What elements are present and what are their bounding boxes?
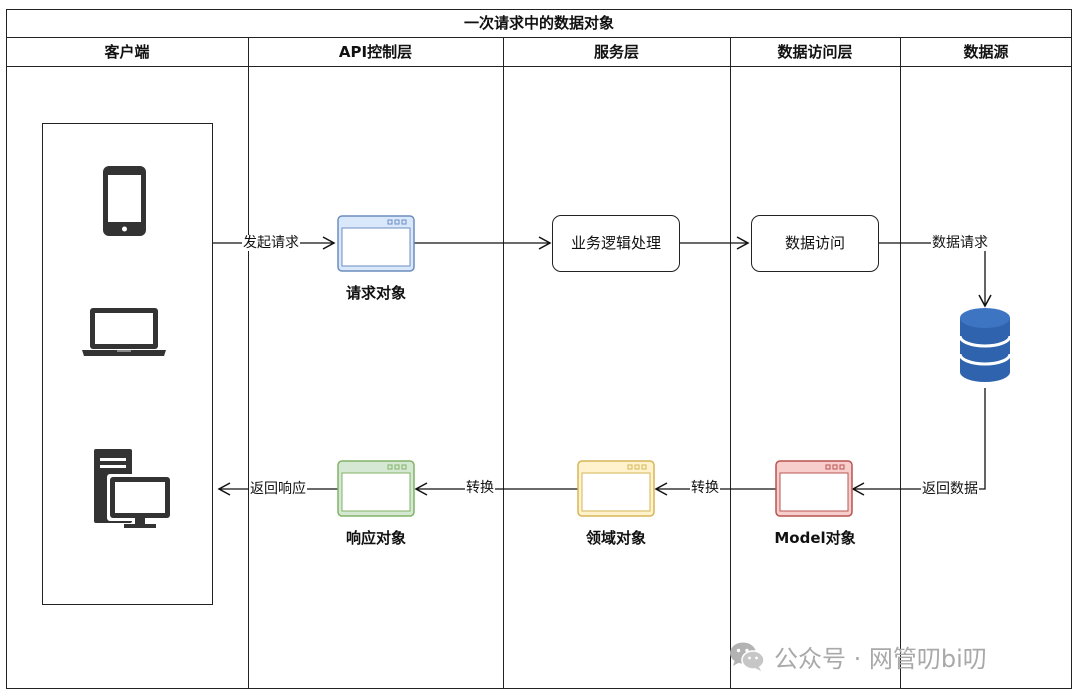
lane-header-datasource: 数据源 xyxy=(900,38,1072,67)
lane-divider xyxy=(248,38,249,689)
lane-divider xyxy=(503,38,504,689)
edge-label-convert: 转换 xyxy=(465,480,495,496)
edge-label-return-data: 返回数据 xyxy=(921,481,979,497)
model-object-label: Model对象 xyxy=(774,529,856,547)
diagram-title: 一次请求中的数据对象 xyxy=(6,9,1072,38)
lane-divider xyxy=(900,38,901,689)
response-object-window[interactable] xyxy=(337,460,415,517)
lane-header-service: 服务层 xyxy=(503,38,730,67)
request-object-window[interactable] xyxy=(337,215,415,272)
response-object-label: 响应对象 xyxy=(345,529,406,547)
watermark-text: 公众号 · 网管叨bi叨 xyxy=(774,644,987,673)
wechat-icon xyxy=(730,642,765,671)
edge-label-data-request: 数据请求 xyxy=(931,235,989,251)
laptop-icon xyxy=(82,308,166,356)
desktop-computer-icon xyxy=(94,449,173,528)
lane-divider xyxy=(730,38,731,689)
model-object-window[interactable] xyxy=(775,460,853,517)
diagram-frame xyxy=(6,9,1072,689)
edge-label-convert: 转换 xyxy=(690,480,720,496)
client-devices-box xyxy=(42,123,213,605)
edge-label-return-response: 返回响应 xyxy=(249,481,307,497)
edge-return-data xyxy=(851,388,986,496)
request-object-label: 请求对象 xyxy=(345,284,406,302)
lane-header-api: API控制层 xyxy=(248,38,503,67)
database-icon xyxy=(958,308,1012,382)
edge-label-initiate-request: 发起请求 xyxy=(242,235,300,251)
watermark: 公众号 · 网管叨bi叨 xyxy=(728,638,987,674)
smartphone-icon xyxy=(103,166,146,236)
lane-header-client: 客户端 xyxy=(6,38,248,67)
domain-object-window[interactable] xyxy=(577,460,655,517)
lane-header-data-access: 数据访问层 xyxy=(730,38,900,67)
business-logic-box[interactable]: 业务逻辑处理 xyxy=(552,215,680,272)
data-access-box[interactable]: 数据访问 xyxy=(751,215,879,272)
domain-object-label: 领域对象 xyxy=(585,529,646,547)
